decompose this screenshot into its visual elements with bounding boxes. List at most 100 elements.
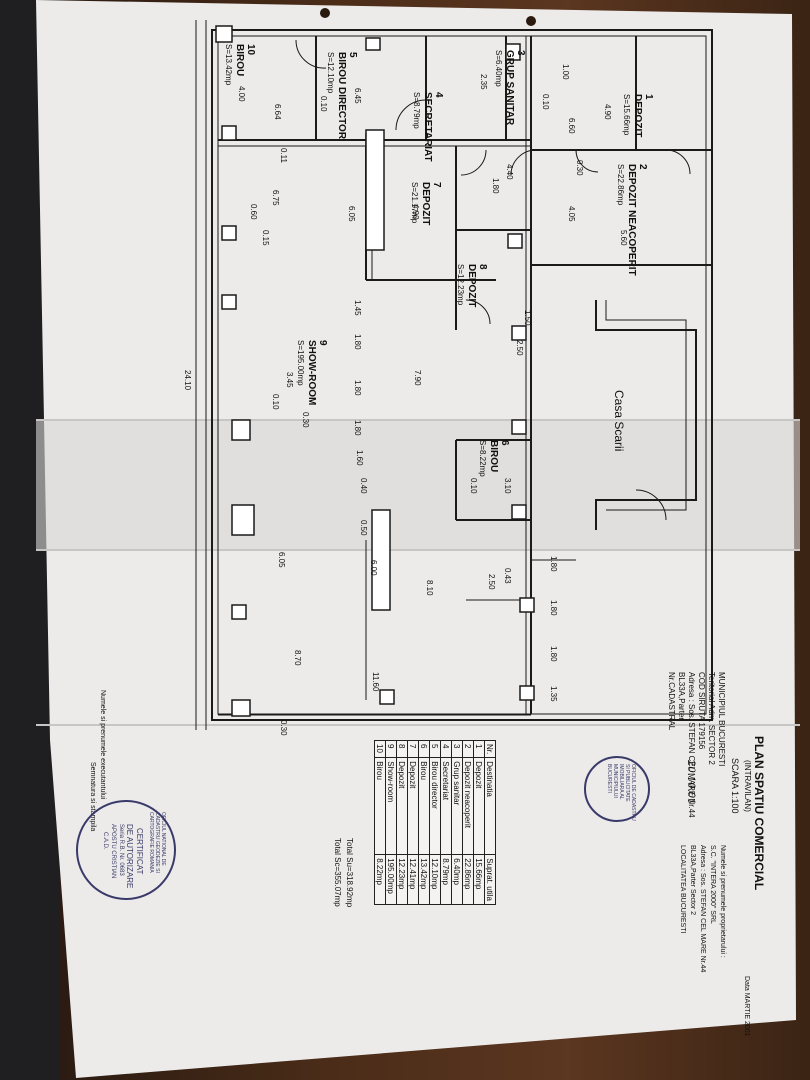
table-cell: 13.42mp (418, 854, 430, 905)
certificate-stamp: OFICIUL NATIONAL DE CADASTRU GEODEZIE SI… (76, 800, 176, 900)
table-cell: Depozit neacoperit (462, 757, 474, 855)
dim-label: 5.60 (619, 230, 628, 246)
table-cell: 8 (396, 740, 408, 758)
stamp-serial: Seria R.B. Nr. 0683 (118, 824, 124, 876)
block: BL33A,Parter (677, 672, 686, 721)
dim-label: 0.40 (359, 478, 368, 494)
table-cell: 8.79mp (440, 854, 452, 905)
stamp-ring-text: OFICIUL NATIONAL DE CADASTRU GEODEZIE SI… (148, 812, 166, 873)
plan-date: Data MARTIE 2001 (743, 976, 750, 1037)
table-cell: 5 (429, 740, 441, 758)
dim-label: 4.40 (505, 164, 514, 180)
table-cell: Depozit (473, 757, 485, 855)
table-header-cell: Nr. (484, 740, 496, 758)
teritorial: Teritorial Adm. SECTOR 2 (707, 672, 716, 765)
dim-label: 4.00 (237, 86, 246, 102)
column-blocks (215, 25, 535, 717)
table-cell: 22.86mp (462, 854, 474, 905)
dim-label: 6.00 (369, 560, 378, 576)
dim-label: 0.30 (575, 160, 584, 176)
owner-heading: Numele si prenumele proprietarului : (719, 845, 726, 958)
owner-name: S.C. "INTERA 2000" SRL (709, 845, 716, 924)
dim-label: 7.90 (413, 370, 422, 386)
table-header-row: Nr. Destinatia Suprat. utila (484, 740, 496, 905)
dim-label: 4.05 (567, 206, 576, 222)
dim-label: 6.64 (273, 104, 282, 120)
stamp-ring-text: OFICIUL DE CADASTRU SI PUBLICITATE IMOBI… (606, 764, 636, 821)
dim-label: 1.35 (549, 686, 558, 702)
dim-label: 0.60 (249, 204, 258, 220)
dim-label: 2.50 (487, 574, 496, 590)
dim-label: 0.43 (503, 568, 512, 584)
dim-label: 2.35 (479, 74, 488, 90)
dim-label: 1.80 (549, 556, 558, 572)
total-sc: Total Sc=355.07mp (333, 838, 342, 907)
plan-scale: SCARA 1:100 (730, 758, 740, 814)
table-cell: Secretariat (440, 757, 452, 855)
stamp-name: APOSTU CRISTIAN (110, 824, 116, 879)
table-cell: 6.40mp (451, 854, 463, 905)
dim-label: 0.10 (319, 96, 328, 112)
total-su: Total Su=318.92mp (345, 838, 354, 908)
dim-label: 1.80 (353, 380, 362, 396)
owner-address: Adresa : Sos. STEFAN CEL MARE Nr.44 (699, 845, 706, 973)
dim-label: 0.10 (541, 94, 550, 110)
table-cell: 6 (418, 740, 430, 758)
cod-siruta: COD SIRUTA 179156 (697, 672, 706, 750)
walls (195, 20, 713, 730)
dim-label: 8.10 (425, 580, 434, 596)
locality: LOCALITATEA BUCURESTI (679, 845, 686, 934)
table-cell: 4 (440, 740, 452, 758)
executor-note: Numele si prenumele executantului (99, 690, 106, 800)
table-cell: Depozit (407, 757, 419, 855)
table-cell: 15.66mp (473, 854, 485, 905)
cadastral-number: Nr.CADASTRAL (667, 672, 676, 731)
dim-label: 11.60 (371, 672, 380, 692)
table-cell: 3 (451, 740, 463, 758)
table-cell: 12.41mp (407, 854, 419, 905)
dim-label: 8.70 (293, 650, 302, 666)
dim-label: 3.45 (285, 372, 294, 388)
table-cell: 8.22mp (374, 854, 386, 905)
dim-label: 0.10 (469, 478, 478, 494)
table-cell: 1 (473, 740, 485, 758)
owner-address-b: BL33A,Parter Sector 2 (689, 845, 696, 916)
table-cell: Birou (374, 757, 386, 855)
dim-label: 0.11 (279, 148, 288, 163)
table-cell: 2 (462, 740, 474, 758)
table-cell: 12.10mp (429, 854, 441, 905)
dim-label: 0.50 (359, 520, 368, 536)
dim-label: 6.75 (271, 190, 280, 206)
door-swings (295, 39, 691, 521)
dim-label: 1.80 (491, 178, 500, 194)
dim-label: 1.80 (549, 646, 558, 662)
table-header-cell: Suprat. utila (484, 854, 496, 905)
dim-label: 6.45 (353, 88, 362, 104)
dim-label: 0.10 (271, 394, 280, 410)
table-cell: Show-room (385, 757, 397, 855)
table-cell: Birou director (429, 757, 441, 855)
municipality: MUNICIPIUL BUCURESTI (717, 672, 726, 767)
stamp-autorizare: DE AUTORIZARE (125, 824, 134, 889)
dim-label: 4.90 (603, 104, 612, 120)
cadastral-office-stamp: OFICIUL DE CADASTRU SI PUBLICITATE IMOBI… (584, 756, 650, 822)
dim-label: 6.05 (277, 552, 286, 568)
table-cell: 12.23mp (396, 854, 408, 905)
plan-title: PLAN SPATIU COMERCIAL (752, 736, 766, 891)
plan-subtitle: (INTRAVILAN) (743, 760, 752, 812)
table-cell: Depozit (396, 757, 408, 855)
dim-label: 24.10 (183, 370, 192, 391)
